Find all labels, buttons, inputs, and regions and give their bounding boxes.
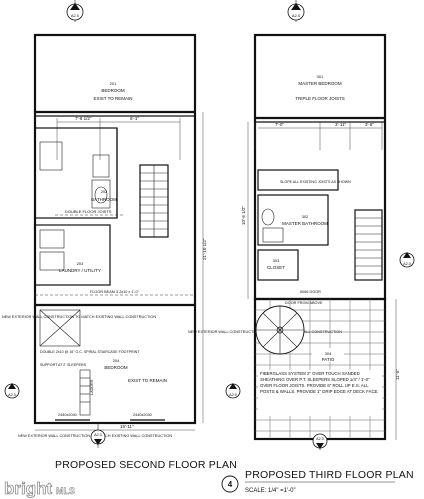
room-203-number: 203: [77, 261, 84, 266]
room-302-name: MASTER BATHROOM: [282, 221, 328, 226]
bright-mls-watermark: bright MLS: [0, 476, 90, 499]
stair-third-floor: [354, 209, 383, 281]
dim-b: 3'-11": [335, 122, 347, 127]
room-303-number: 303: [273, 258, 280, 263]
note-door-from-above: DOOR FROM ABOVE: [285, 301, 323, 305]
dim-top-left: 7'-8 1/2": [75, 116, 92, 121]
dim-bottom-side-right: 11'-5": [395, 368, 400, 380]
third-floor-plan: A2.0 301 MASTER BEDROOM TRIPLE FLOOR JOI…: [221, 0, 415, 494]
note-new-wall-left: NEW EXTERIOR WALL CONSTRUCTION TO MATCH …: [2, 315, 156, 319]
third-floor-title: PROPOSED THIRD FLOOR PLAN: [245, 469, 414, 481]
third-floor-title-block: 4 PROPOSED THIRD FLOOR PLAN SCALE: 1/4" …: [221, 469, 414, 494]
section-marker-right: A2.0: [399, 252, 415, 268]
room-301-note: TRIPLE FLOOR JOISTS: [295, 96, 345, 101]
section-marker-left-right-plan: A2.0: [225, 383, 241, 399]
marker-left-label: A2.0: [8, 393, 16, 397]
spiral-staircase: [255, 305, 305, 355]
room-201-name: BEDROOM: [101, 88, 125, 93]
room-202-number: 202: [101, 189, 108, 194]
room-204-name: BEDROOM: [104, 365, 128, 370]
note-ladder: LADDER: [90, 379, 94, 395]
dim-bottom-left-plan: 15'-11": [120, 424, 134, 429]
room-201-note: EXIST TO REMAIN: [93, 96, 132, 101]
section-marker-top-left: A2.0: [66, 0, 84, 22]
marker-bottom-label: A2.0: [94, 433, 102, 437]
room-304-name: PATIO: [322, 357, 335, 362]
section-marker-bottom-right: A2.0: [312, 433, 328, 450]
marker-left-label-right: A2.0: [229, 393, 237, 397]
section-marker-left: A2.0: [4, 383, 20, 399]
room-303-name: CLOSET: [267, 265, 285, 270]
room-301-name: MASTER BEDROOM: [298, 81, 342, 86]
note-opening: 6066 DOOR: [300, 290, 321, 294]
section-marker-top-right: A2.0: [287, 0, 305, 22]
window-label-left: 2440x2040: [58, 413, 77, 417]
note-double-floor-joists: DOUBLE FLOOR JOISTS: [65, 209, 112, 214]
note-exist-to-remain: EXIST TO REMAIN: [128, 378, 167, 383]
note-support: SUPPORT AT 2' SLEEPERS: [40, 363, 87, 367]
room-301-number: 301: [317, 74, 324, 79]
second-floor-plan: A2.0 201 BEDROOM EXIST TO REMAIN 7'-8 1/…: [2, 0, 342, 471]
note-floor-beam: FLOOR BEAM 3 2x10 x 1'-0": [90, 290, 140, 294]
room-201-number: 201: [110, 81, 117, 86]
second-floor-title: PROPOSED SECOND FLOOR PLAN: [55, 459, 237, 471]
marker-right-label: A2.0: [403, 262, 411, 266]
dim-side-left-plan: 21'-10 1/2": [202, 238, 207, 260]
room-202-name: BATHROOM: [91, 197, 117, 202]
drawing-number: 4: [228, 480, 233, 489]
section-marker-bottom-left: A2.0: [90, 423, 106, 448]
stair-second-floor: [139, 164, 169, 238]
patio-spec-note: FIBERGLASS SYSTEM 2" OVER TOUCH SANDED S…: [260, 371, 379, 394]
marker-bottom-label-right: A2.0: [316, 437, 324, 441]
dim-top-right: 6'-1": [130, 116, 139, 121]
room-302-number: 302: [302, 214, 309, 219]
marker-top-label-right: A2.0: [292, 13, 301, 18]
marker-top-label: A2.0: [71, 13, 80, 18]
watermark-text: bright: [4, 479, 52, 498]
dim-a: 7'-0": [275, 122, 284, 127]
patio-deck: 304 PATIO FIBERGLASS SYSTEM 2" OVER TOUC…: [253, 297, 387, 441]
note-spiral-footing: DOUBLE 2x10 @ 16" O.C. SPIRAL STAIRCASE …: [40, 350, 140, 354]
watermark-suffix: MLS: [56, 486, 75, 496]
room-304-number: 304: [325, 351, 332, 356]
window-label-right: 2440x2040: [133, 413, 152, 417]
scale-label: SCALE: 1/4" =1'-0": [245, 488, 296, 494]
dim-c: 3'-6": [365, 122, 374, 127]
dim-side-right-plan: 10'-6 1/2": [241, 206, 246, 225]
room-203-name: LAUNDRY / UTILITY: [59, 268, 101, 273]
note-shower: SLOPE ALL EXISTING JOISTS AS SHOWN: [280, 180, 351, 184]
room-204-number: 204: [113, 358, 120, 363]
